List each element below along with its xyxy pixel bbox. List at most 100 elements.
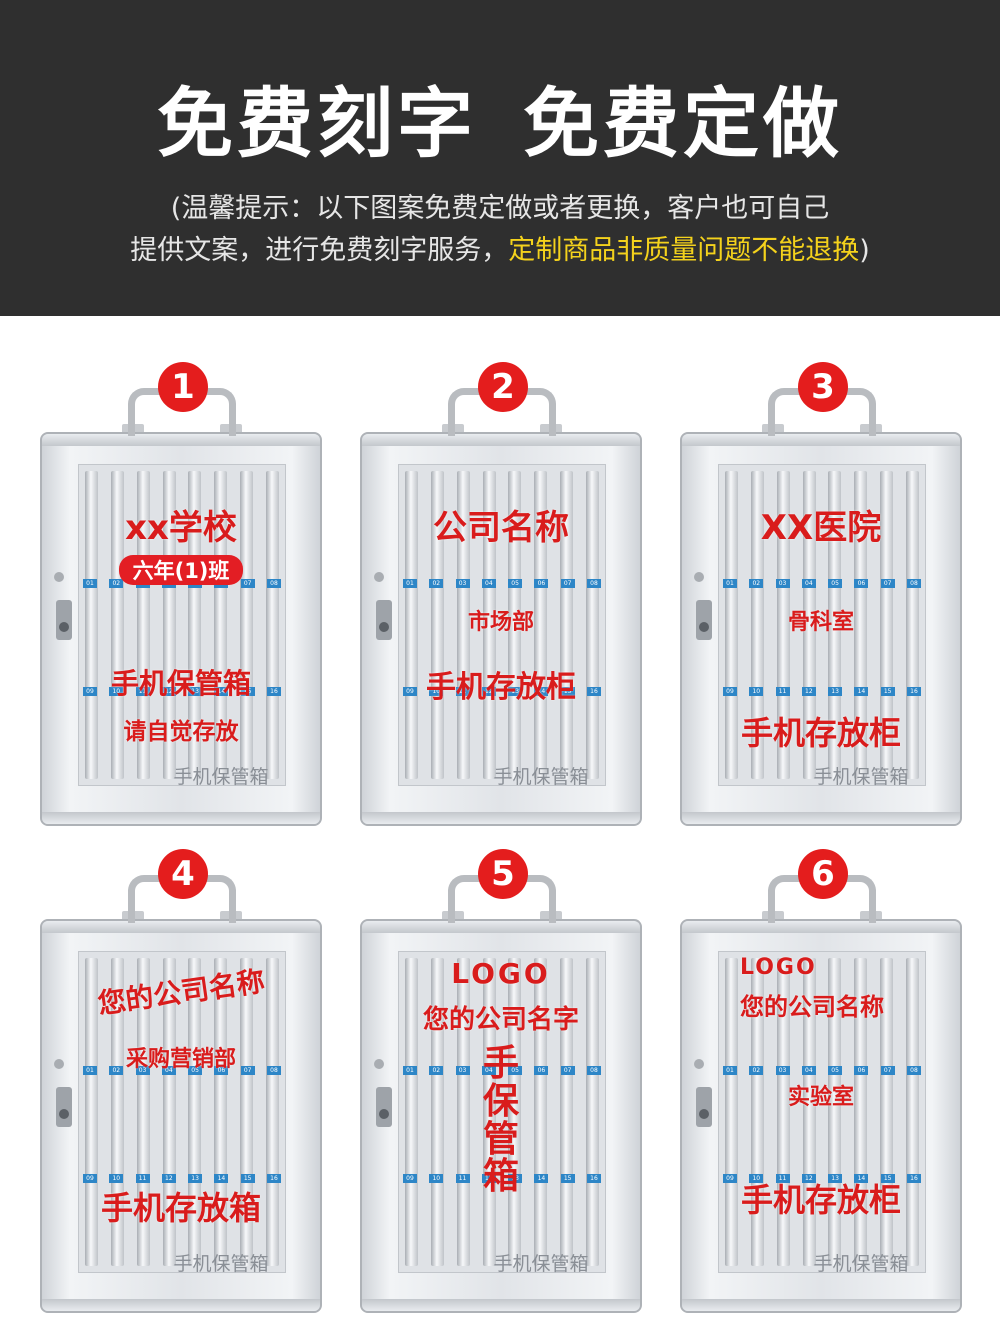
cabinet-grid: 1 01 02 03 04 05 06 07 08 09 10 11 12 13 14 15 16 xx学校… [0,316,1000,1333]
slot-number-label: 02 [749,1066,764,1075]
notice-line-2-highlight: 定制商品非质量问题不能退换 [508,235,860,266]
slot-number-label: 08 [906,1066,921,1075]
slot-number-label: 08 [266,1066,281,1075]
cabinet-number-badge: 5 [478,849,528,899]
notice-line-2-close: ) [859,235,870,266]
engraved-line-1: 公司名称 [433,508,569,548]
slot-number-label: 04 [801,1066,816,1075]
engraved-line-1: xx学校 [125,508,237,548]
engraved-vertical-text: 手 保 管 箱 [482,1043,519,1198]
engraved-line-2: 市场部 [467,610,534,635]
slot-number-label: 07 [560,1066,575,1075]
engraved-line-3: 手机存放箱 [100,1189,261,1227]
slot-number-label: 14 [214,687,229,696]
slot-number-label: 07 [880,1066,895,1075]
slot-number-label: 10 [109,687,124,696]
engraved-logo: LOGO [451,957,551,990]
slot-number-label: 09 [83,1174,97,1183]
slot-number-label: 12 [801,687,816,696]
slot-number-label: 11 [775,687,790,696]
engraved-line-2: 骨科室 [787,610,854,635]
engraved-line-3: 实验室 [787,1085,854,1110]
slot-number-label: 01 [723,1066,737,1075]
slot-number-label: 03 [135,1066,150,1075]
slot-number-label: 05 [828,1066,843,1075]
slot-number-label: 14 [854,1174,869,1183]
notice-line-1: (温馨提示：以下图案免费定做或者更换，客户也可自己 [170,193,830,224]
slot-number-label: 13 [508,687,523,696]
slot-number-label: 14 [214,1174,229,1183]
lock-icon [56,1087,72,1127]
headline-free-custom: 免费定做 [523,79,843,168]
slot-number-label: 10 [429,687,444,696]
slot-number-label: 09 [403,1174,417,1183]
slot-number-label: 16 [906,1174,921,1183]
brand-label: 手机保管箱 [173,766,269,788]
notice-line-2-normal: 提供文案，进行免费刻字服务， [130,235,509,266]
lock-icon [376,1087,392,1127]
slot-number-label: 12 [161,687,176,696]
slot-number-label: 16 [266,687,281,696]
slot-number-label: 05 [508,579,523,588]
slot-number-label: 06 [534,1066,549,1075]
slot-number-label: 15 [880,1174,895,1183]
slot-number-label: 10 [429,1174,444,1183]
brand-label: 手机保管箱 [493,1253,589,1275]
slot-number-label: 15 [240,1174,255,1183]
header-banner: 免费刻字免费定做 (温馨提示：以下图案免费定做或者更换，客户也可自己 提供文案，… [0,0,1000,316]
slot-number-label: 08 [586,1066,601,1075]
slot-number-label: 16 [906,687,921,696]
slot-number-label: 13 [188,687,203,696]
brand-label: 手机保管箱 [493,766,589,788]
slot-number-label: 01 [723,579,737,588]
headline-free-engraving: 免费刻字 [157,79,477,168]
slot-number-label: 11 [135,687,150,696]
slot-number-label: 01 [403,579,417,588]
brand-label: 手机保管箱 [813,766,909,788]
slot-number-label: 02 [749,579,764,588]
headline: 免费刻字免费定做 [0,62,1000,172]
cabinet-number-badge: 6 [798,849,848,899]
slot-number-label: 04 [481,1066,496,1075]
slot-number-label: 02 [429,579,444,588]
slot-number-label: 05 [188,1066,203,1075]
brand-label: 手机保管箱 [173,1253,269,1275]
slot-number-label: 15 [240,687,255,696]
slot-number-label: 14 [534,1174,549,1183]
slot-number-label: 11 [455,1174,470,1183]
engraved-pill: 六年(1)班 [118,555,244,585]
slot-number-label: 02 [109,579,124,588]
slot-number-label: 13 [828,1174,843,1183]
slot-number-label: 06 [854,1066,869,1075]
lock-icon [56,600,72,640]
slot-number-label: 11 [455,687,470,696]
slot-number-label: 08 [906,579,921,588]
slot-number-label: 01 [83,1066,97,1075]
slot-number-label: 05 [508,1066,523,1075]
cabinet-number-badge: 1 [158,362,208,412]
slot-number-label: 12 [161,1174,176,1183]
engraved-line-1: XX医院 [760,508,882,548]
slot-number-label: 06 [854,579,869,588]
slot-number-label: 12 [481,1174,496,1183]
slot-number-label: 08 [266,579,281,588]
engraved-logo: LOGO [740,955,817,980]
slot-number-label: 07 [560,579,575,588]
engraved-line-4: 手机存放柜 [740,1181,901,1219]
slot-number-label: 14 [854,687,869,696]
slot-number-label: 05 [828,579,843,588]
notice-line-2: 提供文案，进行免费刻字服务，定制商品非质量问题不能退换) [0,228,1000,267]
slot-number-label: 14 [534,687,549,696]
engraved-line-3: 请自觉存放 [123,719,239,745]
